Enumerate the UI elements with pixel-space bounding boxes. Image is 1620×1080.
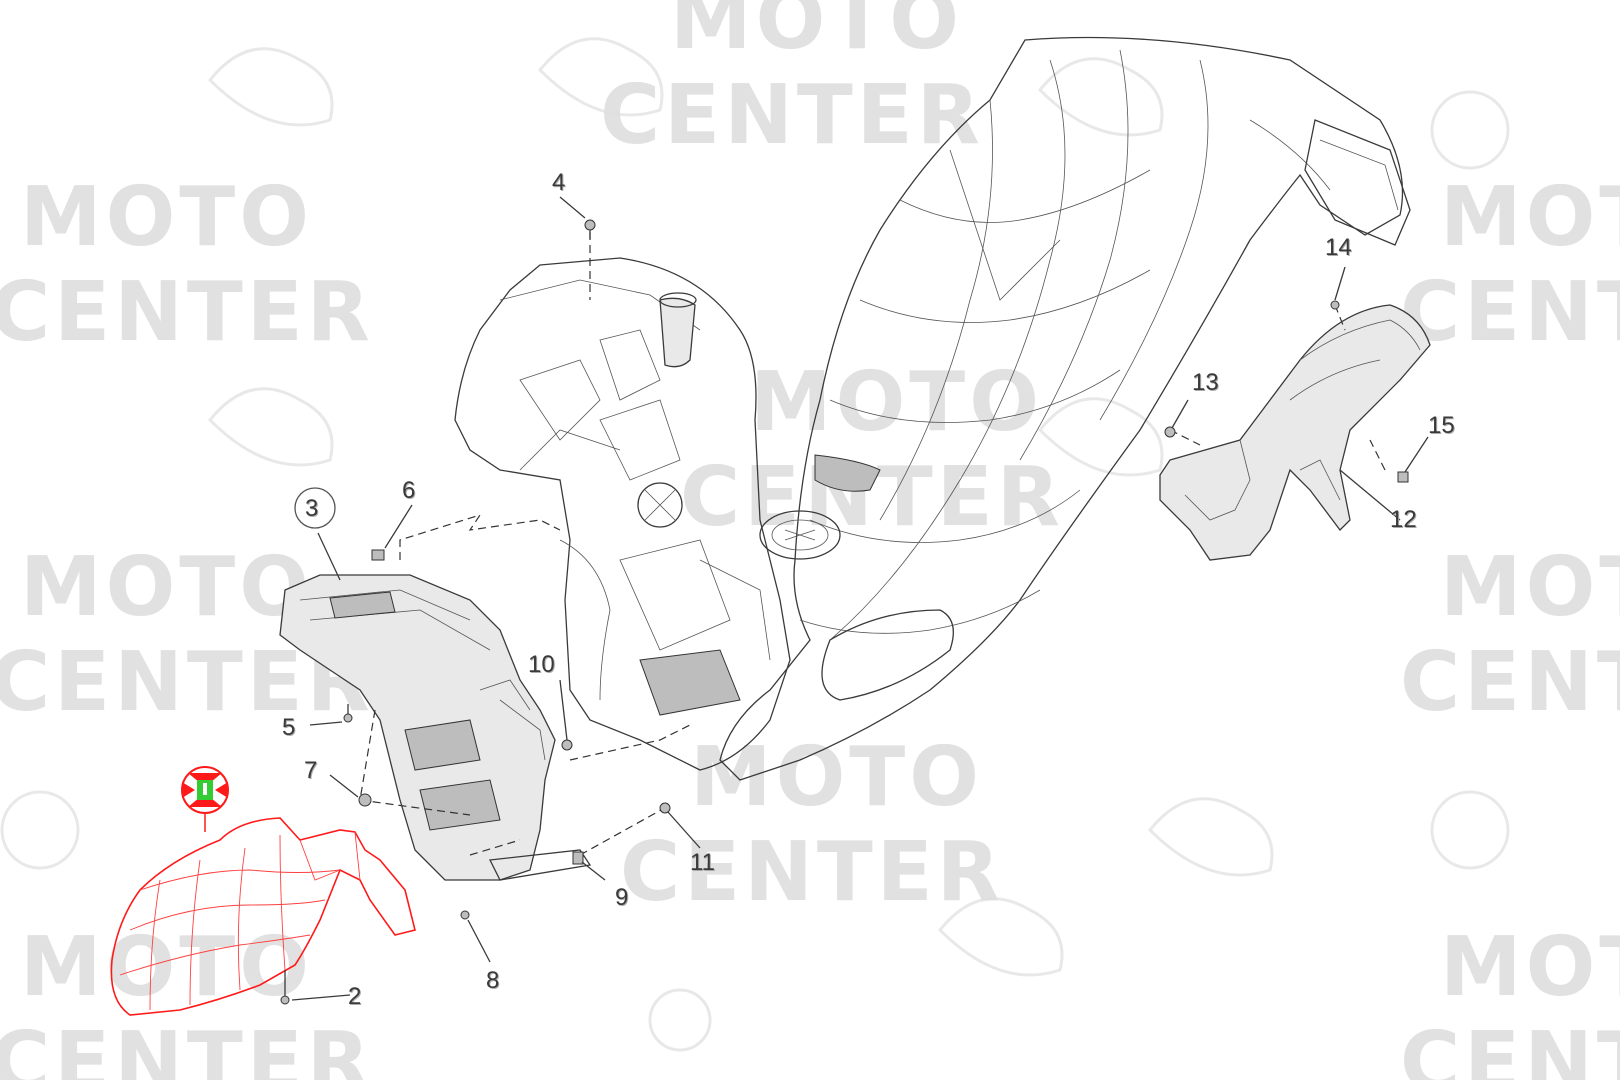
callout-label-13: 13 — [1192, 369, 1219, 396]
screw-icon-10 — [561, 739, 573, 751]
callout-label-14: 14 — [1325, 234, 1352, 261]
watermark-text-moto: MOTO — [20, 170, 313, 265]
fastener-icons — [280, 219, 1409, 1005]
watermark-text-center: CENTER — [0, 265, 374, 360]
callout-3-circle — [294, 487, 336, 529]
callout-label-7: 7 — [304, 757, 317, 784]
callout-label-10: 10 — [528, 651, 555, 678]
watermark-text-center: CENTER — [0, 1015, 374, 1080]
watermark-block: MOTO CENTER — [0, 540, 370, 730]
callout-label-11: 11 — [690, 849, 715, 876]
watermark-block: MOTO CENTER — [0, 920, 374, 1080]
callout-label-4: 4 — [552, 169, 565, 196]
part-1-front-mudguard-highlighted[interactable] — [110, 817, 416, 1016]
watermark-text-center: CENTER — [1400, 265, 1620, 360]
callout-label-12: 12 — [1390, 506, 1417, 533]
callout-label-5: 5 — [282, 714, 295, 741]
screw-icon-14 — [1330, 300, 1340, 310]
callout-label-3: 3 — [305, 495, 318, 522]
watermark-block: MOTO CENTER — [1400, 540, 1620, 730]
watermark-text-moto: MOTO — [1440, 170, 1620, 265]
watermark-block: MOTO CENTER — [680, 355, 1064, 545]
watermark-text-moto: MOTO — [690, 730, 983, 825]
clip-icon-9 — [572, 851, 584, 865]
watermark-text-moto: MOTO — [20, 920, 313, 1015]
screw-icon-5 — [343, 704, 353, 723]
watermark-block: MOTO CENTER — [1400, 920, 1620, 1080]
clip-icon-15 — [1397, 471, 1409, 483]
watermark-block: MOTO CENTER — [0, 170, 374, 360]
watermark-text-center: CENTER — [680, 450, 1064, 545]
watermark-block: MOTO CENTER — [1400, 170, 1620, 360]
watermark-text-moto: MOTO — [1440, 540, 1620, 635]
callout-label-8: 8 — [486, 967, 499, 994]
callout-label-9: 9 — [615, 884, 628, 911]
watermark-text-moto: MOTO — [670, 0, 963, 68]
part-3-inner-shield — [279, 574, 592, 881]
callout-label-2: 2 — [348, 983, 361, 1010]
watermark-text-center: CENTER — [1400, 1015, 1620, 1080]
nut-icon-11 — [659, 802, 671, 814]
leader-lines — [291, 196, 1429, 1001]
screw-icon-2 — [280, 970, 290, 1005]
nut-icon-7 — [358, 793, 372, 807]
callout-label-6: 6 — [402, 477, 415, 504]
watermark-text-center: CENTER — [620, 825, 1004, 920]
screw-icon-8 — [460, 910, 470, 920]
screw-icon-4 — [584, 219, 596, 239]
clip-icon-6 — [371, 549, 385, 561]
highlight-marker-icon[interactable] — [181, 766, 229, 832]
watermark-text-moto: MOTO — [20, 540, 313, 635]
clip-icon-13 — [1164, 426, 1176, 438]
watermark-block: MOTO CENTER — [600, 0, 984, 163]
watermark-text-moto: MOTO — [750, 355, 1043, 450]
watermark-text-center: CENTER — [1400, 635, 1620, 730]
watermark-text-center: CENTER — [600, 68, 984, 163]
watermark-text-moto: MOTO — [1440, 920, 1620, 1015]
scooter-body-frame — [719, 36, 1411, 781]
callout-labels: 2 3 4 5 6 7 8 9 10 11 12 13 14 15 — [282, 169, 1455, 1010]
watermark-scooter-icons — [0, 37, 1510, 1052]
callout-label-15: 15 — [1428, 412, 1455, 439]
part-12-rear-mudguard — [1159, 304, 1431, 561]
inner-front-panel — [454, 257, 791, 771]
